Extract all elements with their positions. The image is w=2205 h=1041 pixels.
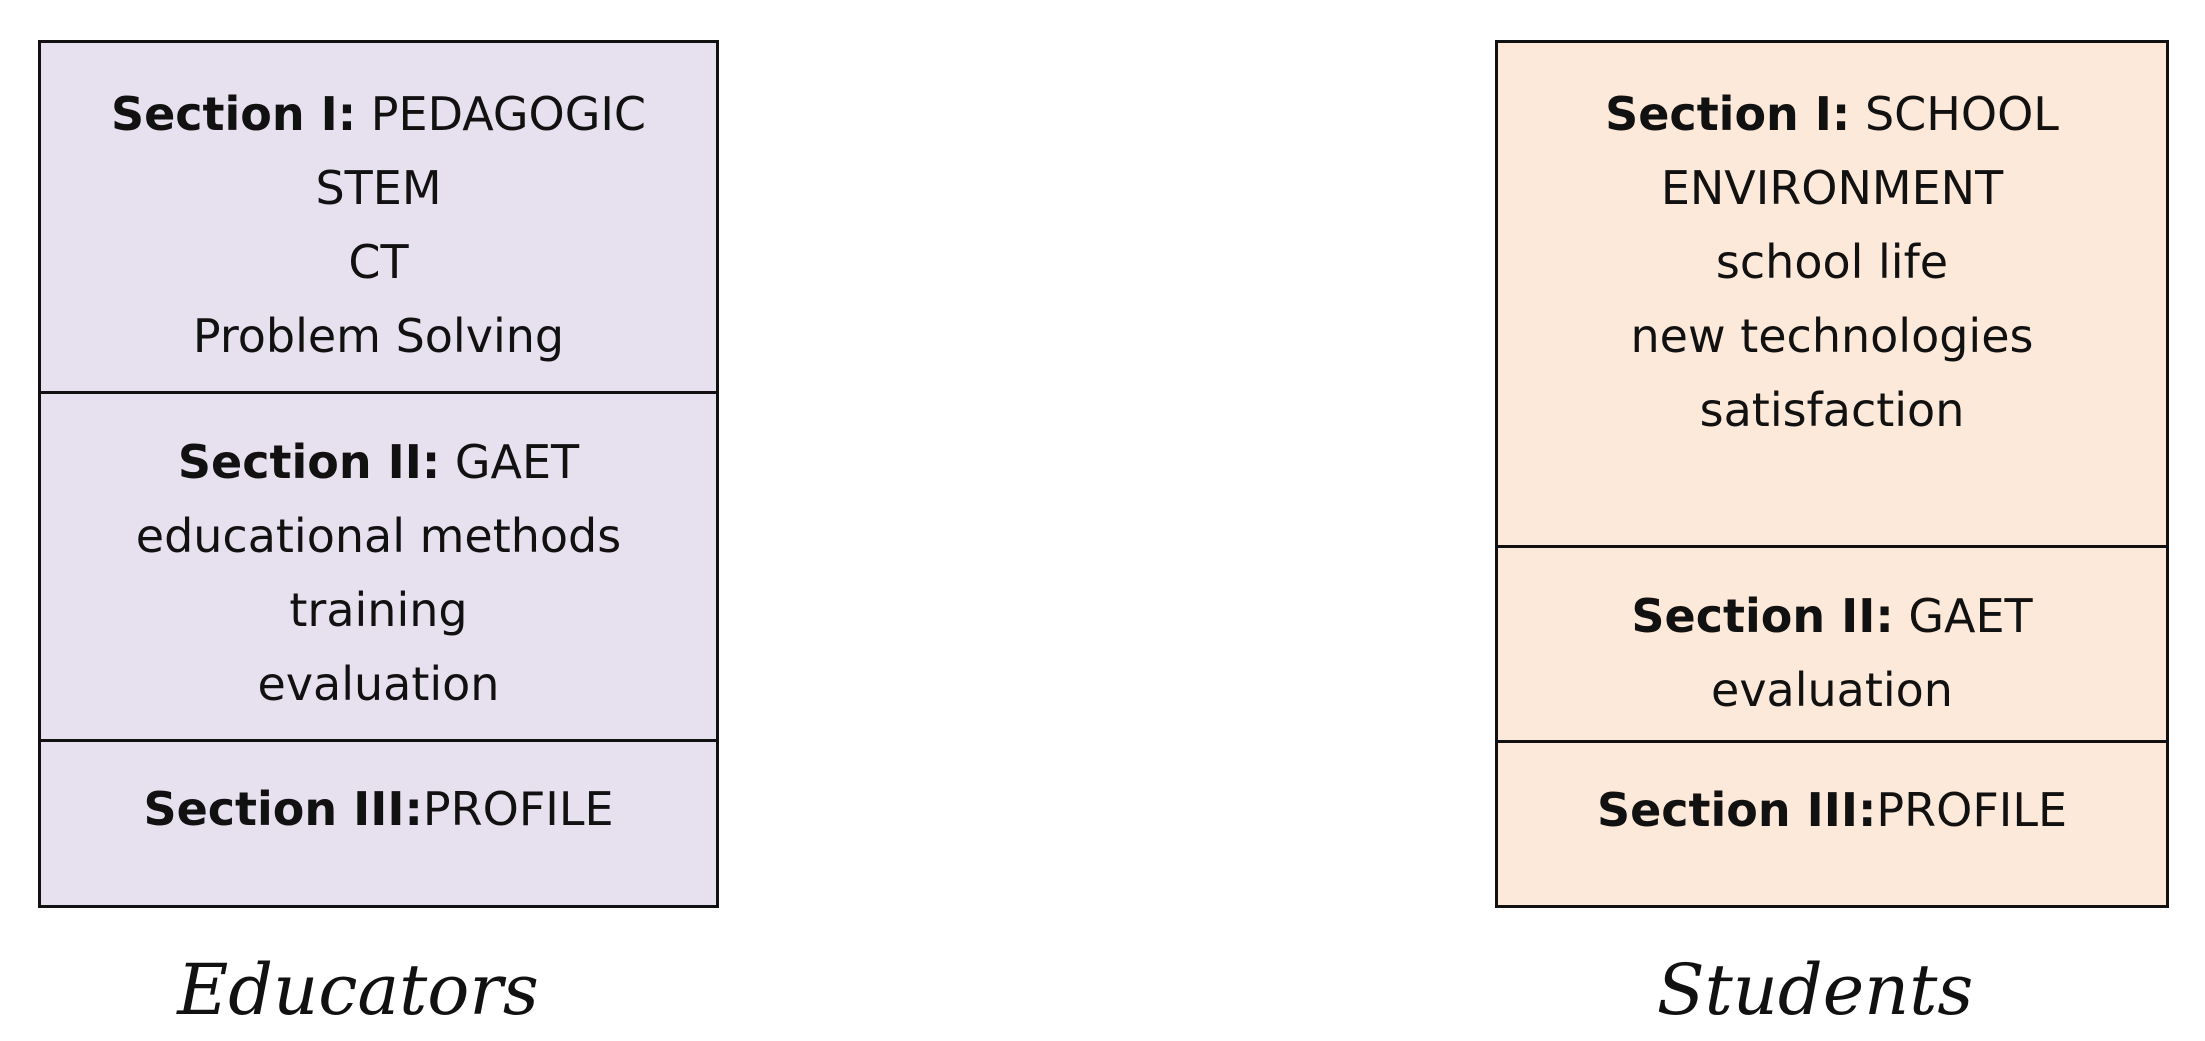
students-section-1-heading: Section I: SCHOOL xyxy=(1498,77,2166,151)
educators-section-2-item: educational methods xyxy=(135,509,622,563)
students-section-2-heading: Section II: GAET xyxy=(1498,579,2166,653)
students-section-1-item: new technologies xyxy=(1630,309,2034,363)
students-caption: Students xyxy=(1656,949,1974,1031)
educators-section-2-heading: Section II: GAET xyxy=(41,425,716,499)
students-section-2-title: GAET xyxy=(1893,589,2033,643)
educators-section-2: Section II: GAET educational methods tra… xyxy=(41,394,716,742)
educators-section-1-item: Problem Solving xyxy=(192,309,565,363)
educators-section-1-item: STEM xyxy=(315,161,442,215)
educators-section-2-item: training xyxy=(289,583,468,637)
students-section-3: Section III:PROFILE xyxy=(1498,743,2166,905)
students-section-1-title-line2: ENVIRONMENT xyxy=(1660,161,2004,215)
educators-section-1-label: Section I: xyxy=(110,87,357,141)
educators-section-3-label: Section III: xyxy=(143,782,423,836)
students-section-3-title: PROFILE xyxy=(1876,783,2068,837)
educators-caption: Educators xyxy=(177,949,539,1031)
students-section-3-label: Section III: xyxy=(1596,783,1877,837)
students-section-1-item: satisfaction xyxy=(1699,383,1965,437)
educators-section-2-title: GAET xyxy=(440,435,580,489)
students-section-1: Section I: SCHOOL ENVIRONMENT school lif… xyxy=(1498,43,2166,548)
students-section-2-item: evaluation xyxy=(1711,663,1953,717)
educators-section-2-label: Section II: xyxy=(177,435,441,489)
educators-section-1: Section I: PEDAGOGIC STEM CT Problem Sol… xyxy=(41,43,716,394)
educators-section-3-heading: Section III:PROFILE xyxy=(41,772,716,846)
educators-section-3-title: PROFILE xyxy=(422,782,614,836)
students-section-1-title: SCHOOL xyxy=(1850,87,2059,141)
students-section-3-heading: Section III:PROFILE xyxy=(1498,773,2166,847)
students-section-2-label: Section II: xyxy=(1631,589,1894,643)
students-section-1-label: Section I: xyxy=(1605,87,1851,141)
educators-section-3: Section III:PROFILE xyxy=(41,742,716,905)
educators-questionnaire-box: Section I: PEDAGOGIC STEM CT Problem Sol… xyxy=(38,40,719,908)
students-section-1-item: school life xyxy=(1715,235,1949,289)
educators-section-2-item: evaluation xyxy=(257,657,500,711)
students-section-2: Section II: GAET evaluation xyxy=(1498,548,2166,743)
educators-section-1-title: PEDAGOGIC xyxy=(356,87,647,141)
students-questionnaire-box: Section I: SCHOOL ENVIRONMENT school lif… xyxy=(1495,40,2169,908)
educators-section-1-heading: Section I: PEDAGOGIC xyxy=(41,77,716,151)
educators-section-1-item: CT xyxy=(348,235,409,289)
